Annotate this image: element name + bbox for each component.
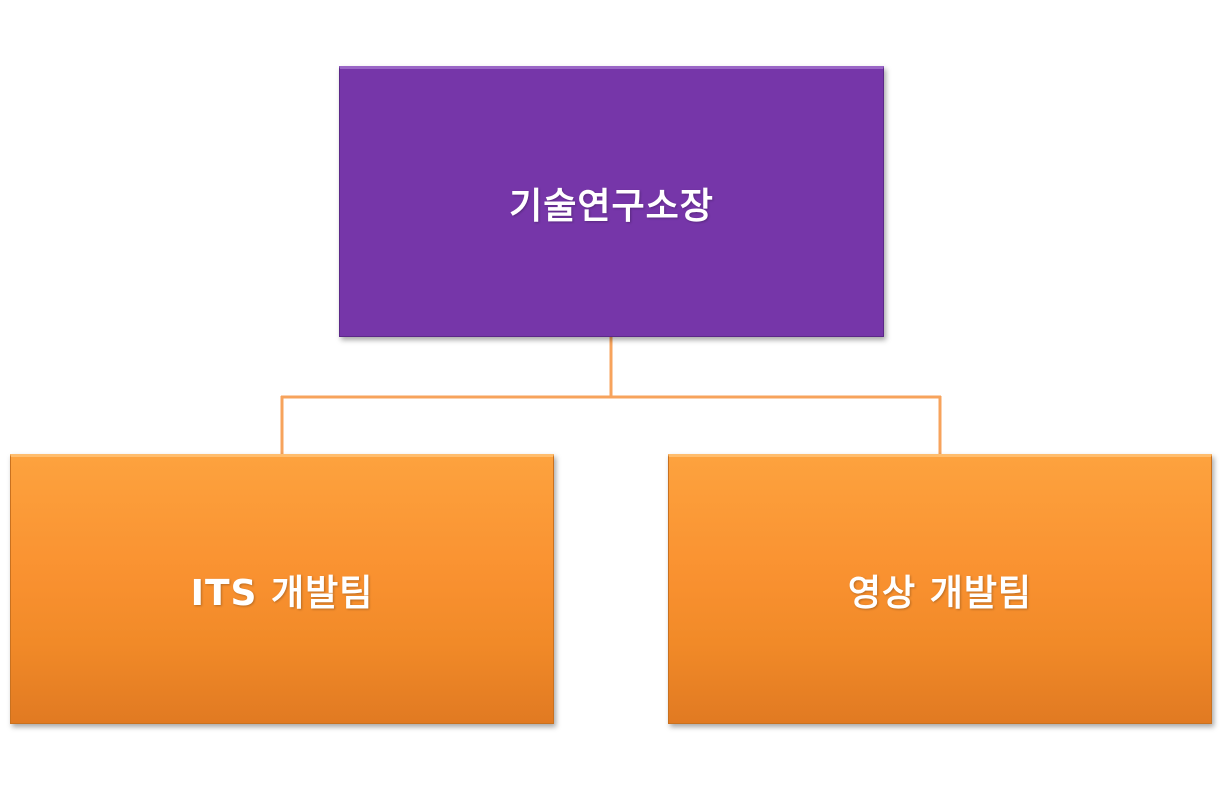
node-video-team-label: 영상 개발팀 xyxy=(847,573,1033,614)
node-video-team: 영상 개발팀 xyxy=(668,454,1212,724)
node-research-director-label: 기술연구소장 xyxy=(509,185,714,227)
node-its-team-label: ITS 개발팀 xyxy=(190,573,374,614)
node-its-team: ITS 개발팀 xyxy=(10,454,554,724)
node-research-director: 기술연구소장 xyxy=(339,66,884,337)
